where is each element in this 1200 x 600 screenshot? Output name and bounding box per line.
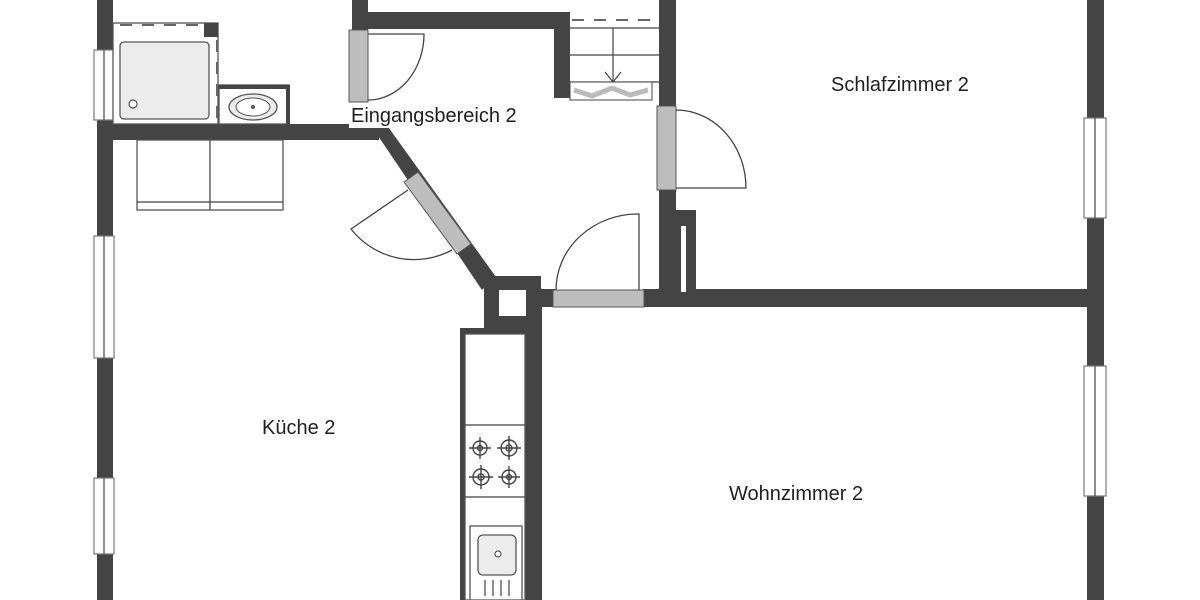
washbasin-icon [218, 84, 290, 125]
door-entrance [348, 29, 425, 103]
window-kitchen-lower [93, 477, 115, 555]
windows [93, 49, 1107, 555]
window-bath [93, 49, 115, 121]
kitchen-sink-icon [469, 525, 523, 600]
kitchen-upper-cabinets [136, 139, 284, 211]
room-label-living: Wohnzimmer 2 [727, 482, 866, 506]
door-living [552, 213, 645, 308]
window-living [1083, 365, 1107, 497]
room-label-kitchen: Küche 2 [260, 416, 338, 440]
window-bedroom [1083, 117, 1107, 219]
door-kitchen [350, 171, 472, 261]
room-label-entrance: Eingangsbereich 2 [349, 104, 519, 128]
stove-icon [469, 436, 521, 489]
staircase-icon [569, 19, 659, 101]
kitchen-counter [460, 328, 526, 600]
door-bedroom [656, 105, 747, 191]
shower-tray-icon [119, 41, 210, 120]
bath-fixtures [112, 22, 290, 125]
room-label-bedroom: Schlafzimmer 2 [829, 73, 971, 97]
window-kitchen-upper [93, 235, 115, 359]
doors [348, 29, 747, 308]
